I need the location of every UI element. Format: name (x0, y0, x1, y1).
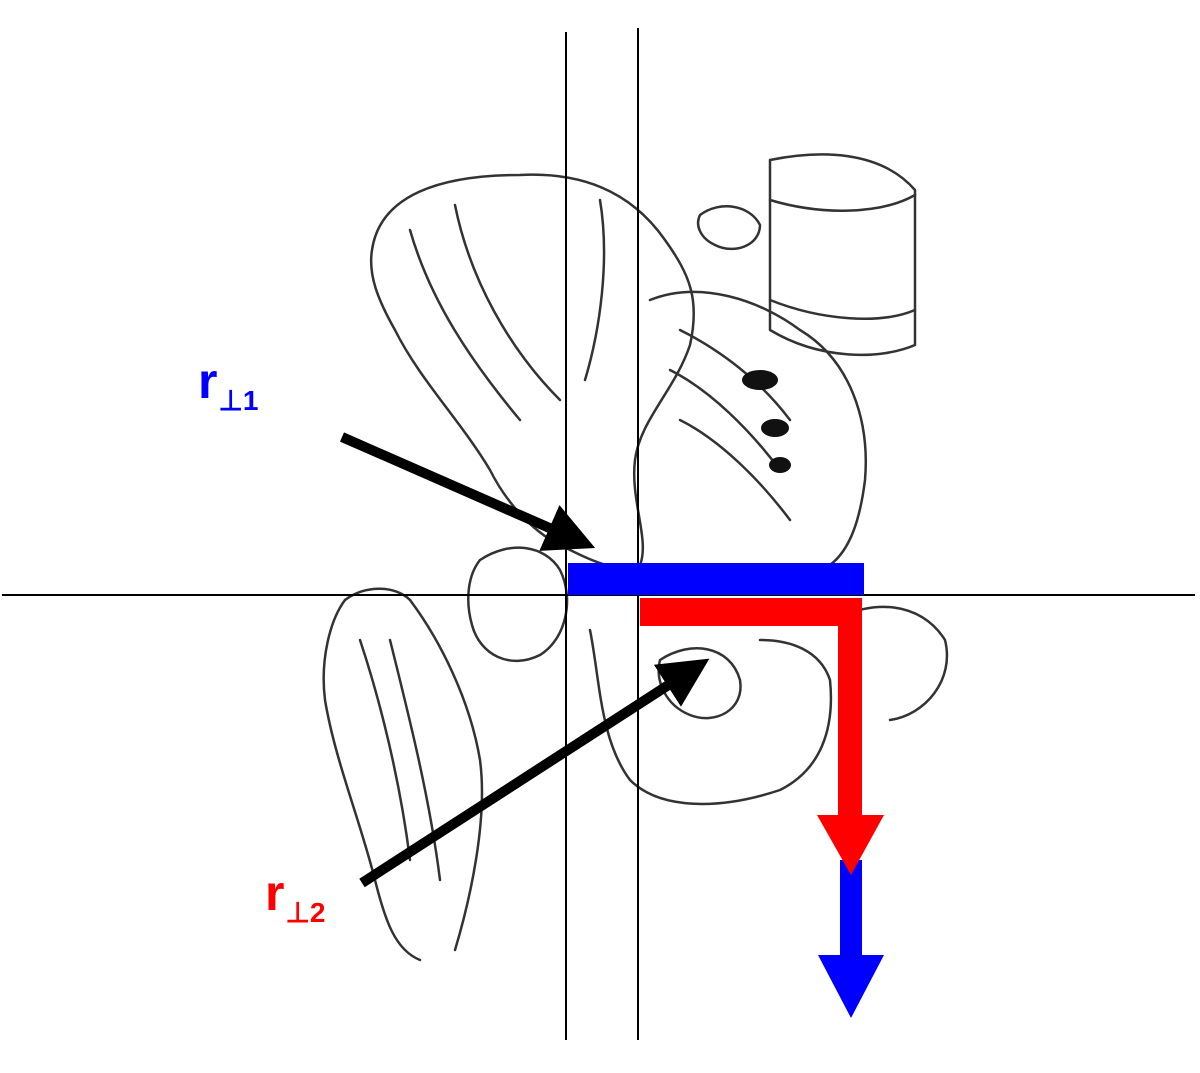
pubis-outline (588, 628, 833, 806)
lever-arm-1-arrowhead (818, 955, 884, 1018)
label-r-perp-2-main: r (265, 865, 285, 921)
femur-outline (322, 598, 422, 962)
label-r-perp-2: r⊥2 (265, 865, 325, 927)
lever-arm-1-shaft (840, 860, 862, 960)
lumbar-vertebra (768, 153, 917, 357)
reference-lines (2, 28, 1195, 1040)
lever-arm-2 (640, 598, 884, 875)
pointer-arrow-r1 (339, 432, 596, 551)
pelvis-femur-sketch (322, 153, 949, 962)
sacrum-outline (648, 290, 867, 567)
iliac-wing-outline (369, 173, 696, 570)
pointer-arrows (339, 432, 710, 888)
lever-arm-1-bar (568, 563, 864, 595)
lever-arm-2-arrowhead (817, 815, 884, 875)
label-r-perp-1: r⊥1 (198, 353, 258, 415)
label-r-perp-1-subscript: ⊥1 (218, 385, 259, 416)
label-r-perp-2-subscript: ⊥2 (285, 897, 326, 928)
lever-arm-2-shaft (838, 598, 862, 820)
lever-arm-2-bar (640, 598, 862, 626)
lever-arm-1 (568, 563, 884, 1018)
label-r-perp-1-main: r (198, 353, 218, 409)
pointer-arrow-r2 (359, 658, 710, 888)
